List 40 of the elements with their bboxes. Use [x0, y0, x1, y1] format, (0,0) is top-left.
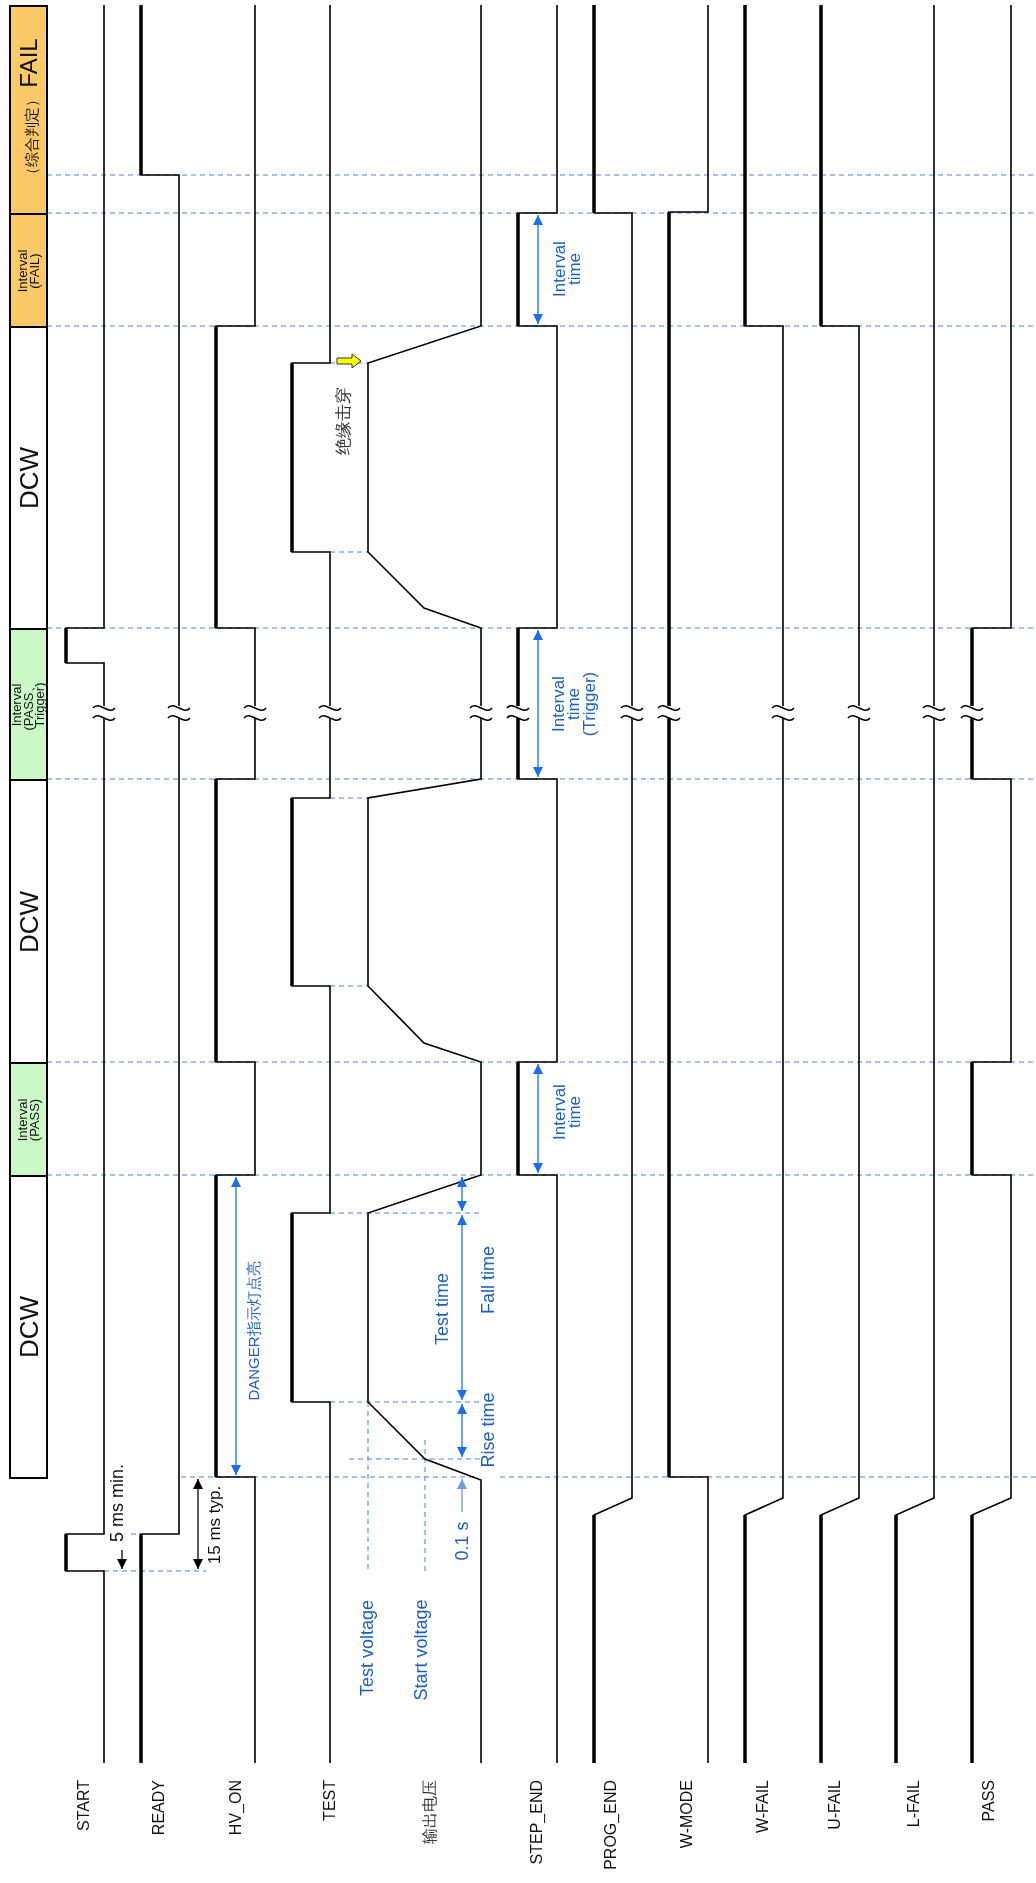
signal-name: PROG_END	[603, 1780, 619, 1870]
annotation-label: 5 ms min.	[108, 1464, 126, 1542]
signal-name: 输出电压	[422, 1780, 438, 1844]
phase-label: （综合判定）	[24, 91, 38, 182]
phase-label: Interval (PASS)	[16, 1098, 41, 1141]
annotation-label: Test time	[433, 1273, 451, 1345]
annotation-label: Interval time (Trigger)	[551, 671, 597, 737]
annotation-label: DANGER指示灯点亮	[245, 1261, 261, 1401]
signal-name: W-MODE	[679, 1780, 695, 1849]
signal-name: STEP_END	[529, 1780, 545, 1865]
signal-name: W-FAIL	[755, 1780, 771, 1834]
phase-box	[9, 326, 48, 630]
phase-label: Interval (PASS、Trigger)	[10, 679, 47, 730]
phase-label: DCW	[15, 890, 42, 953]
signal-name: PASS	[981, 1780, 997, 1822]
signal-name: HV_ON	[228, 1780, 244, 1836]
annotation-label: Start voltage	[412, 1599, 430, 1701]
annotation-label: Test voltage	[358, 1599, 376, 1697]
phase-box	[9, 213, 48, 328]
phase-box	[9, 1062, 48, 1177]
annotation-label: 绝缘击穿	[334, 387, 352, 455]
signal-name: TEST	[322, 1780, 338, 1821]
signal-name: READY	[151, 1780, 167, 1836]
annotation-label: Rise time	[479, 1392, 497, 1468]
phase-box	[9, 5, 48, 215]
annotation-label: 0.1 s	[453, 1521, 471, 1561]
phase-label: Interval (FAIL)	[16, 249, 41, 292]
phase-label: DCW	[15, 446, 42, 510]
annotation-label: Interval time	[551, 1084, 583, 1140]
phase-box	[9, 628, 48, 781]
phase-box	[9, 779, 48, 1064]
phase-label: DCW	[15, 1295, 42, 1359]
signal-name: L-FAIL	[906, 1780, 922, 1828]
annotation-label: 15 ms typ.	[205, 1485, 223, 1565]
annotation-label: Interval time	[551, 241, 583, 297]
annotation-label: Fall time	[479, 1246, 497, 1314]
signal-name: U-FAIL	[827, 1780, 843, 1830]
phase-label: FAIL	[16, 38, 41, 88]
signal-name: START	[76, 1780, 92, 1831]
phase-box	[9, 1175, 48, 1479]
